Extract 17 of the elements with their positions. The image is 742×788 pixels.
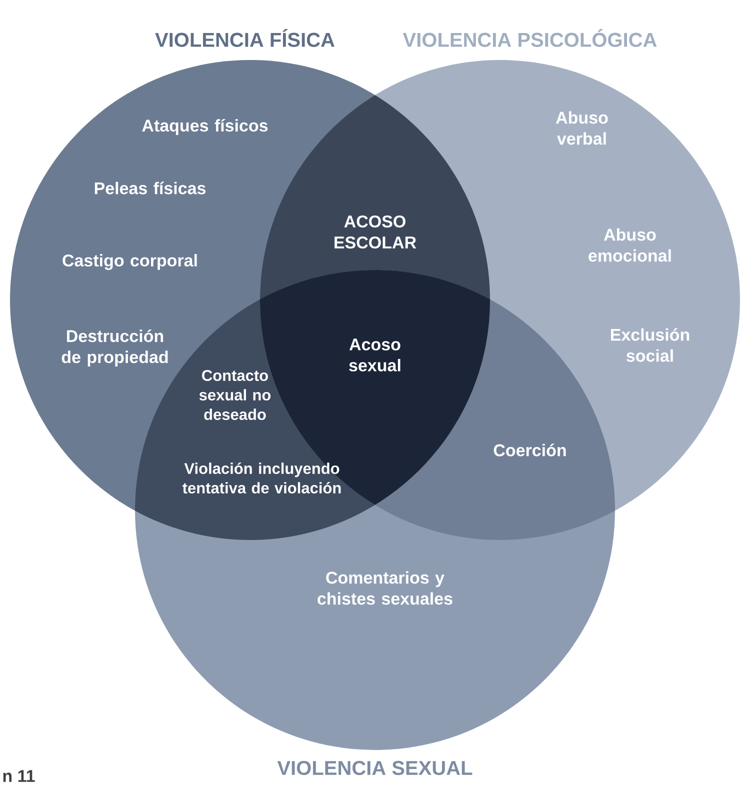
item-text: Comentarios y chistes sexuales xyxy=(318,571,452,605)
item-text: Peleas físicas xyxy=(94,182,206,194)
item-text: Contacto sexual no deseado xyxy=(199,370,271,420)
figure-number: n 11 xyxy=(3,770,35,782)
item-text: Violación incluyendo tentativa de violación xyxy=(182,462,341,494)
item-text: Destrucción de propiedad xyxy=(62,330,168,366)
item-text: Abuso verbal xyxy=(556,111,608,145)
item-text: Exclusión social xyxy=(611,328,690,362)
item-text: Acoso sexual xyxy=(349,338,400,372)
item-text: Abuso emocional xyxy=(588,228,671,262)
item-text: ACOSO ESCOLAR xyxy=(334,215,416,249)
item-text: Coerción xyxy=(494,444,566,456)
item-text: Ataques físicos xyxy=(142,119,268,135)
item-text: Castigo corporal xyxy=(62,254,197,270)
circle-title: VIOLENCIA SEXUAL xyxy=(277,760,472,776)
circle-title: VIOLENCIA PSICOLÓGICA xyxy=(402,29,657,47)
circle-title: VIOLENCIA FÍSICA xyxy=(155,29,334,47)
